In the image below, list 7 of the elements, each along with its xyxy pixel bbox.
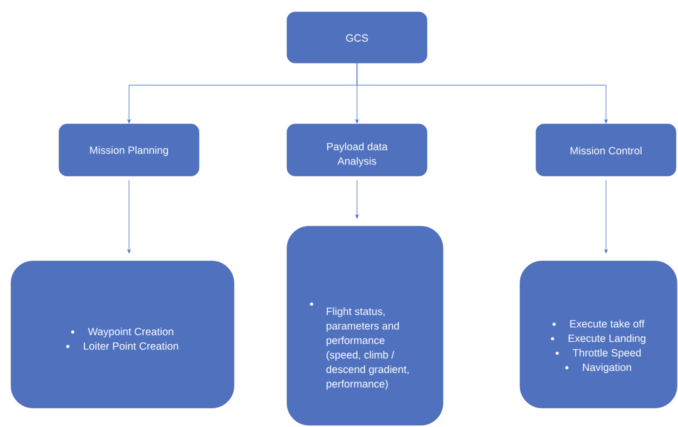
process-box: Payload data Analysis: [286, 124, 428, 176]
process-box: Mission Control: [536, 124, 676, 176]
list-box: Execute take off Execute Landing Throttle Speed Navigation: [520, 260, 678, 408]
list-box: Waypoint Creation Loiter Point Creation: [10, 260, 234, 408]
top-box: GCS: [286, 12, 428, 64]
list-box: Flight status, parameters and performance (speed, climb / descend gradient, performance): [286, 226, 444, 426]
process-box: Mission Planning: [58, 124, 200, 176]
